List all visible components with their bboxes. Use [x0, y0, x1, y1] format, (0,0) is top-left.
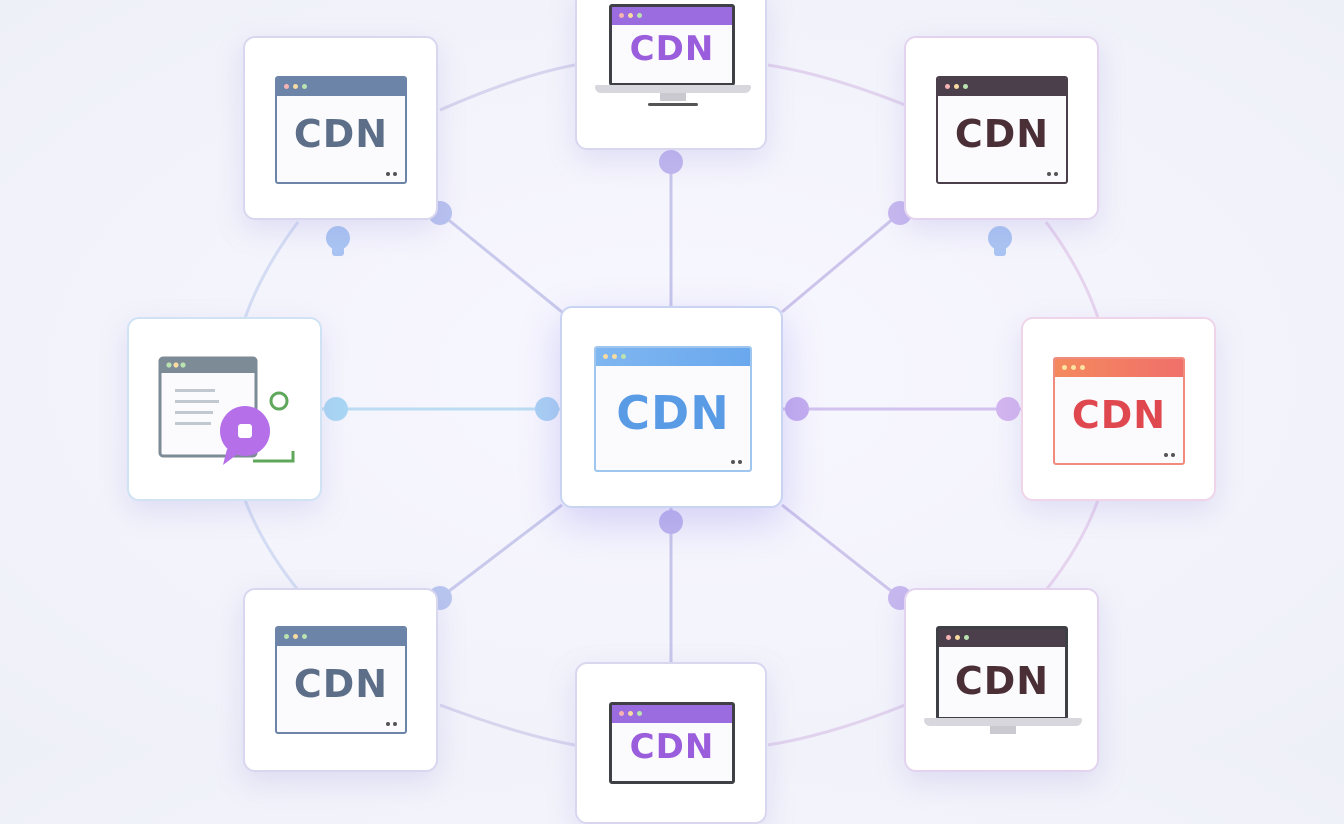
window-titlebar — [612, 705, 732, 723]
node-right[interactable]: CDN — [1021, 317, 1216, 501]
outer-ring — [243, 63, 1100, 747]
spoke-bottom-left — [439, 503, 563, 600]
lightbulb-icon — [326, 226, 350, 256]
cdn-label: CDN — [1071, 393, 1167, 437]
window-titlebar — [596, 348, 750, 366]
cdn-label: CDN — [954, 112, 1050, 156]
joint-right-outer — [996, 397, 1020, 421]
joint-left-outer — [324, 397, 348, 421]
bulb-icons — [326, 226, 1012, 256]
browser-window: CDN — [594, 346, 752, 472]
ring-arc-left-lower — [243, 499, 300, 591]
connection-lines — [243, 63, 1100, 747]
ring-arc-top-left — [439, 63, 576, 112]
ring-arc-bottom-right — [767, 703, 906, 747]
hub-node[interactable]: CDN — [560, 306, 783, 508]
laptop-screen: CDN — [609, 4, 735, 86]
cdn-label: CDN — [629, 727, 715, 767]
spokes — [322, 150, 1021, 662]
document-chat-icon — [158, 356, 295, 465]
ring-arc-bottom-left — [439, 703, 576, 747]
node-bottom-right[interactable]: CDN — [904, 588, 1099, 772]
laptop-screen: CDN — [609, 702, 735, 784]
window-titlebar — [1055, 359, 1183, 377]
window-titlebar — [612, 7, 732, 25]
window-titlebar — [939, 629, 1065, 647]
window-titlebar — [277, 78, 405, 96]
joint-right-hub — [785, 397, 809, 421]
cdn-label: CDN — [293, 662, 389, 706]
browser-window: CDN — [275, 626, 407, 734]
node-top-left[interactable]: CDN — [243, 36, 438, 220]
browser-window: CDN — [1053, 357, 1185, 465]
node-left[interactable] — [127, 317, 322, 501]
spoke-top-left — [439, 211, 563, 314]
window-titlebar — [938, 78, 1066, 96]
browser-window: CDN — [275, 76, 407, 184]
cdn-label: CDN — [954, 659, 1050, 703]
cdn-label: CDN — [629, 29, 715, 69]
ring-arc-top-right — [767, 63, 906, 107]
joint-left-hub — [535, 397, 559, 421]
laptop-base — [595, 85, 751, 115]
node-top[interactable]: CDN — [575, 0, 767, 150]
lightbulb-icon — [988, 226, 1012, 256]
laptop-base — [924, 718, 1082, 748]
ring-arc-left-upper — [243, 221, 300, 319]
joint-bottom-hub — [659, 510, 683, 534]
cdn-label: CDN — [616, 386, 730, 440]
node-bottom[interactable]: CDN — [575, 662, 767, 824]
window-titlebar — [277, 628, 405, 646]
ring-arc-right-lower — [1044, 499, 1100, 591]
cdn-label: CDN — [293, 112, 389, 156]
browser-window: CDN — [936, 76, 1068, 184]
spoke-top-right — [781, 211, 901, 314]
joint-top — [659, 150, 683, 174]
spoke-bottom-right — [781, 503, 901, 600]
laptop-screen: CDN — [936, 626, 1068, 720]
node-top-right[interactable]: CDN — [904, 36, 1099, 220]
node-bottom-left[interactable]: CDN — [243, 588, 438, 772]
ring-arc-right-upper — [1044, 221, 1100, 319]
